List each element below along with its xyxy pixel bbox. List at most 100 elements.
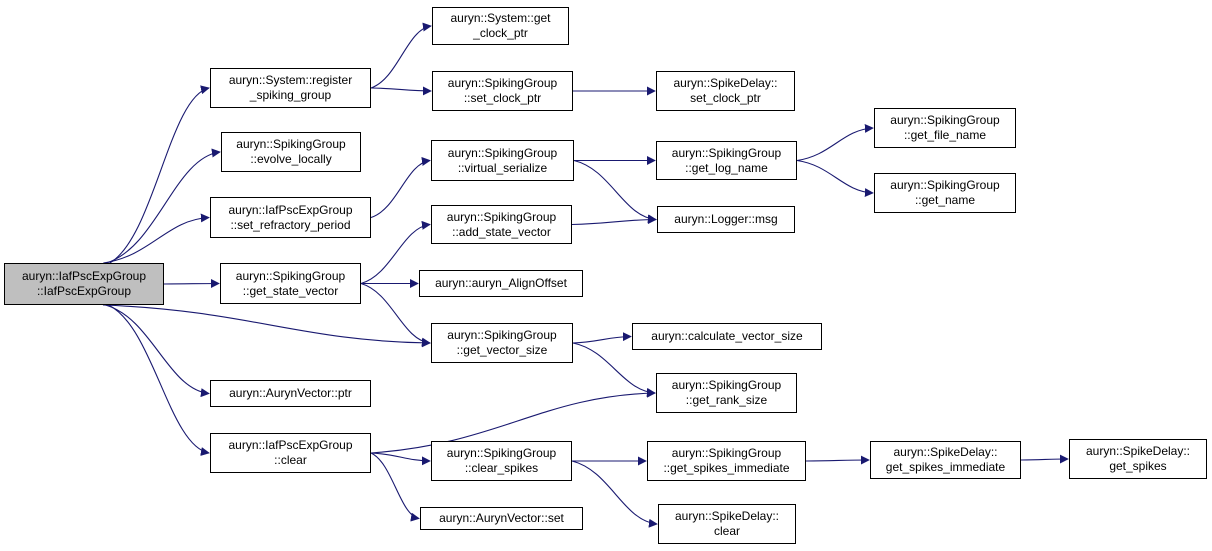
node-label-line: auryn::IafPscExpGroup [228, 202, 353, 217]
edge-vec-size-to-calc-vec [572, 332, 632, 344]
node-calc-vec[interactable]: auryn::calculate_vector_size [632, 323, 822, 350]
edge-root-to-register [109, 85, 210, 264]
node-label-line: auryn::SpikingGroup [236, 137, 346, 151]
node-spikes-imm-sg[interactable]: auryn::SpikingGroup::get_spikes_immediat… [647, 441, 806, 481]
edge-root-to-evolve [106, 148, 221, 264]
edge-get-state-to-vec-size [360, 282, 431, 347]
edge-root-to-ptr [105, 304, 210, 398]
node-label: auryn::calculate_vector_size [651, 329, 802, 344]
node-label-line: set_clock_ptr [690, 91, 761, 105]
node-root[interactable]: auryn::IafPscExpGroup::IafPscExpGroup [4, 263, 164, 305]
node-label-line: auryn::SpikingGroup [890, 178, 1000, 192]
node-label: auryn::Logger::msg [674, 212, 777, 227]
node-label-line: auryn::System::get [450, 11, 551, 25]
edge-register-to-get-clock [370, 22, 432, 89]
node-label-line: ::get_rank_size [685, 393, 768, 407]
edge-clear-to-rank-size [370, 388, 656, 454]
node-label-line: auryn::calculate_vector_size [651, 329, 803, 343]
edge-register-to-set-clock-sg [370, 86, 432, 96]
node-sd-clear[interactable]: auryn::SpikeDelay::clear [658, 504, 796, 544]
node-label-line: auryn::SpikingGroup [447, 76, 558, 90]
node-label-line: ::virtual_serialize [457, 160, 548, 175]
node-virt-ser[interactable]: auryn::SpikingGroup::virtual_serialize [431, 140, 574, 181]
node-label-line: auryn::SpikingGroup [446, 446, 557, 460]
node-label: auryn::SpikingGroup::add_state_vector [447, 210, 556, 240]
edge-add-state-to-logger [571, 215, 657, 226]
node-label: auryn::SpikingGroup::get_spikes_immediat… [663, 446, 789, 476]
node-clear[interactable]: auryn::IafPscExpGroup::clear [210, 433, 371, 473]
node-label-line: ::get_state_vector [242, 283, 339, 298]
edge-get-state-to-add-state [360, 220, 431, 285]
node-label-line: auryn::AurynVector::ptr [229, 386, 352, 400]
node-align[interactable]: auryn::auryn_AlignOffset [419, 270, 583, 297]
node-set-clock-sg[interactable]: auryn::SpikingGroup::set_clock_ptr [432, 71, 573, 111]
node-add-state[interactable]: auryn::SpikingGroup::add_state_vector [431, 205, 572, 244]
node-label: auryn::IafPscExpGroup::set_refractory_pe… [228, 203, 352, 233]
node-label: auryn::SpikeDelay::get_spikes [1086, 444, 1190, 474]
node-label: auryn::SpikeDelay::set_clock_ptr [673, 76, 777, 106]
node-label: auryn::SpikingGroup::set_clock_ptr [448, 76, 557, 106]
node-label-line: ::get_spikes_immediate [663, 461, 790, 475]
node-clear-spikes[interactable]: auryn::SpikingGroup::clear_spikes [431, 441, 572, 481]
node-vec-set[interactable]: auryn::AurynVector::set [420, 507, 583, 530]
node-label: auryn::SpikeDelay::get_spikes_immediate [886, 445, 1005, 475]
node-label-line: ::set_clock_ptr [463, 91, 542, 105]
node-label: auryn::SpikingGroup::evolve_locally [236, 137, 345, 167]
edge-root-to-get-state [163, 279, 220, 289]
node-file-name[interactable]: auryn::SpikingGroup::get_file_name [874, 108, 1016, 148]
node-label-line: ::set_refractory_period [230, 217, 351, 232]
node-ptr[interactable]: auryn::AurynVector::ptr [210, 380, 371, 407]
edge-vec-size-to-rank-size [572, 342, 656, 397]
node-label-line: auryn::SpikingGroup [235, 268, 346, 283]
edge-spikes-imm-sg-to-spikes-imm-sd [805, 455, 870, 465]
node-get-spikes[interactable]: auryn::SpikeDelay::get_spikes [1069, 439, 1207, 479]
node-label: auryn::SpikingGroup::get_file_name [890, 113, 999, 143]
node-set-clock-sd[interactable]: auryn::SpikeDelay::set_clock_ptr [656, 71, 795, 111]
node-label: auryn::SpikingGroup::get_vector_size [447, 328, 556, 358]
node-register[interactable]: auryn::System::register_spiking_group [210, 68, 371, 108]
node-logger[interactable]: auryn::Logger::msg [657, 206, 795, 233]
node-label-line: ::get_file_name [903, 128, 987, 142]
edge-spikes-imm-sd-to-get-spikes [1020, 454, 1069, 464]
node-label-line: auryn::SpikingGroup [890, 113, 1000, 127]
node-label-line: auryn::SpikingGroup [447, 145, 558, 160]
node-get-clock[interactable]: auryn::System::get_clock_ptr [432, 7, 569, 45]
node-label-line: get_spikes_immediate [885, 460, 1006, 474]
node-label: auryn::System::register_spiking_group [229, 73, 352, 103]
edge-root-to-set-refr [103, 213, 210, 264]
node-label-line: ::get_name [914, 193, 976, 207]
node-set-refr[interactable]: auryn::IafPscExpGroup::set_refractory_pe… [210, 197, 371, 238]
node-label-line: ::IafPscExpGroup [36, 284, 132, 298]
node-label-line: ::get_log_name [685, 160, 768, 175]
edge-root-to-clear [108, 304, 210, 456]
node-label: auryn::SpikingGroup::get_state_vector [236, 269, 345, 299]
node-label: auryn::AurynVector::set [439, 511, 564, 526]
node-evolve[interactable]: auryn::SpikingGroup::evolve_locally [221, 132, 361, 172]
node-label-line: ::add_state_vector [452, 224, 551, 239]
node-spikes-imm-sd[interactable]: auryn::SpikeDelay::get_spikes_immediate [870, 441, 1021, 479]
node-label: auryn::AurynVector::ptr [229, 386, 352, 401]
node-label: auryn::IafPscExpGroup::IafPscExpGroup [22, 269, 146, 299]
node-label-line: auryn::Logger::msg [674, 212, 778, 226]
node-label-line: auryn::SpikeDelay:: [673, 76, 778, 90]
node-label: auryn::SpikingGroup::get_log_name [672, 146, 781, 176]
node-label-line: _clock_ptr [473, 26, 528, 40]
node-vec-size[interactable]: auryn::SpikingGroup::get_vector_size [431, 323, 573, 363]
node-get-name[interactable]: auryn::SpikingGroup::get_name [874, 173, 1016, 213]
node-rank-size[interactable]: auryn::SpikingGroup::get_rank_size [656, 373, 797, 413]
edge-clear-to-vec-set [370, 452, 420, 522]
node-label: auryn::SpikeDelay::clear [675, 509, 779, 539]
node-label: auryn::SpikingGroup::virtual_serialize [448, 146, 557, 176]
edge-clear-to-clear-spikes [370, 452, 431, 466]
node-label-line: auryn::IafPscExpGroup [21, 269, 147, 283]
edge-clear-spikes-to-sd-clear [571, 460, 658, 528]
node-label-line: get_spikes [1109, 459, 1167, 473]
node-log-name[interactable]: auryn::SpikingGroup::get_log_name [656, 141, 797, 180]
node-label-line: auryn::SpikeDelay:: [893, 445, 998, 459]
node-label-line: auryn::AurynVector::set [439, 511, 564, 525]
node-label-line: ::get_vector_size [456, 343, 548, 357]
node-label-line: auryn::SpikingGroup [671, 378, 782, 392]
node-get-state[interactable]: auryn::SpikingGroup::get_state_vector [220, 263, 361, 304]
node-label-line: auryn::IafPscExpGroup [228, 438, 353, 452]
